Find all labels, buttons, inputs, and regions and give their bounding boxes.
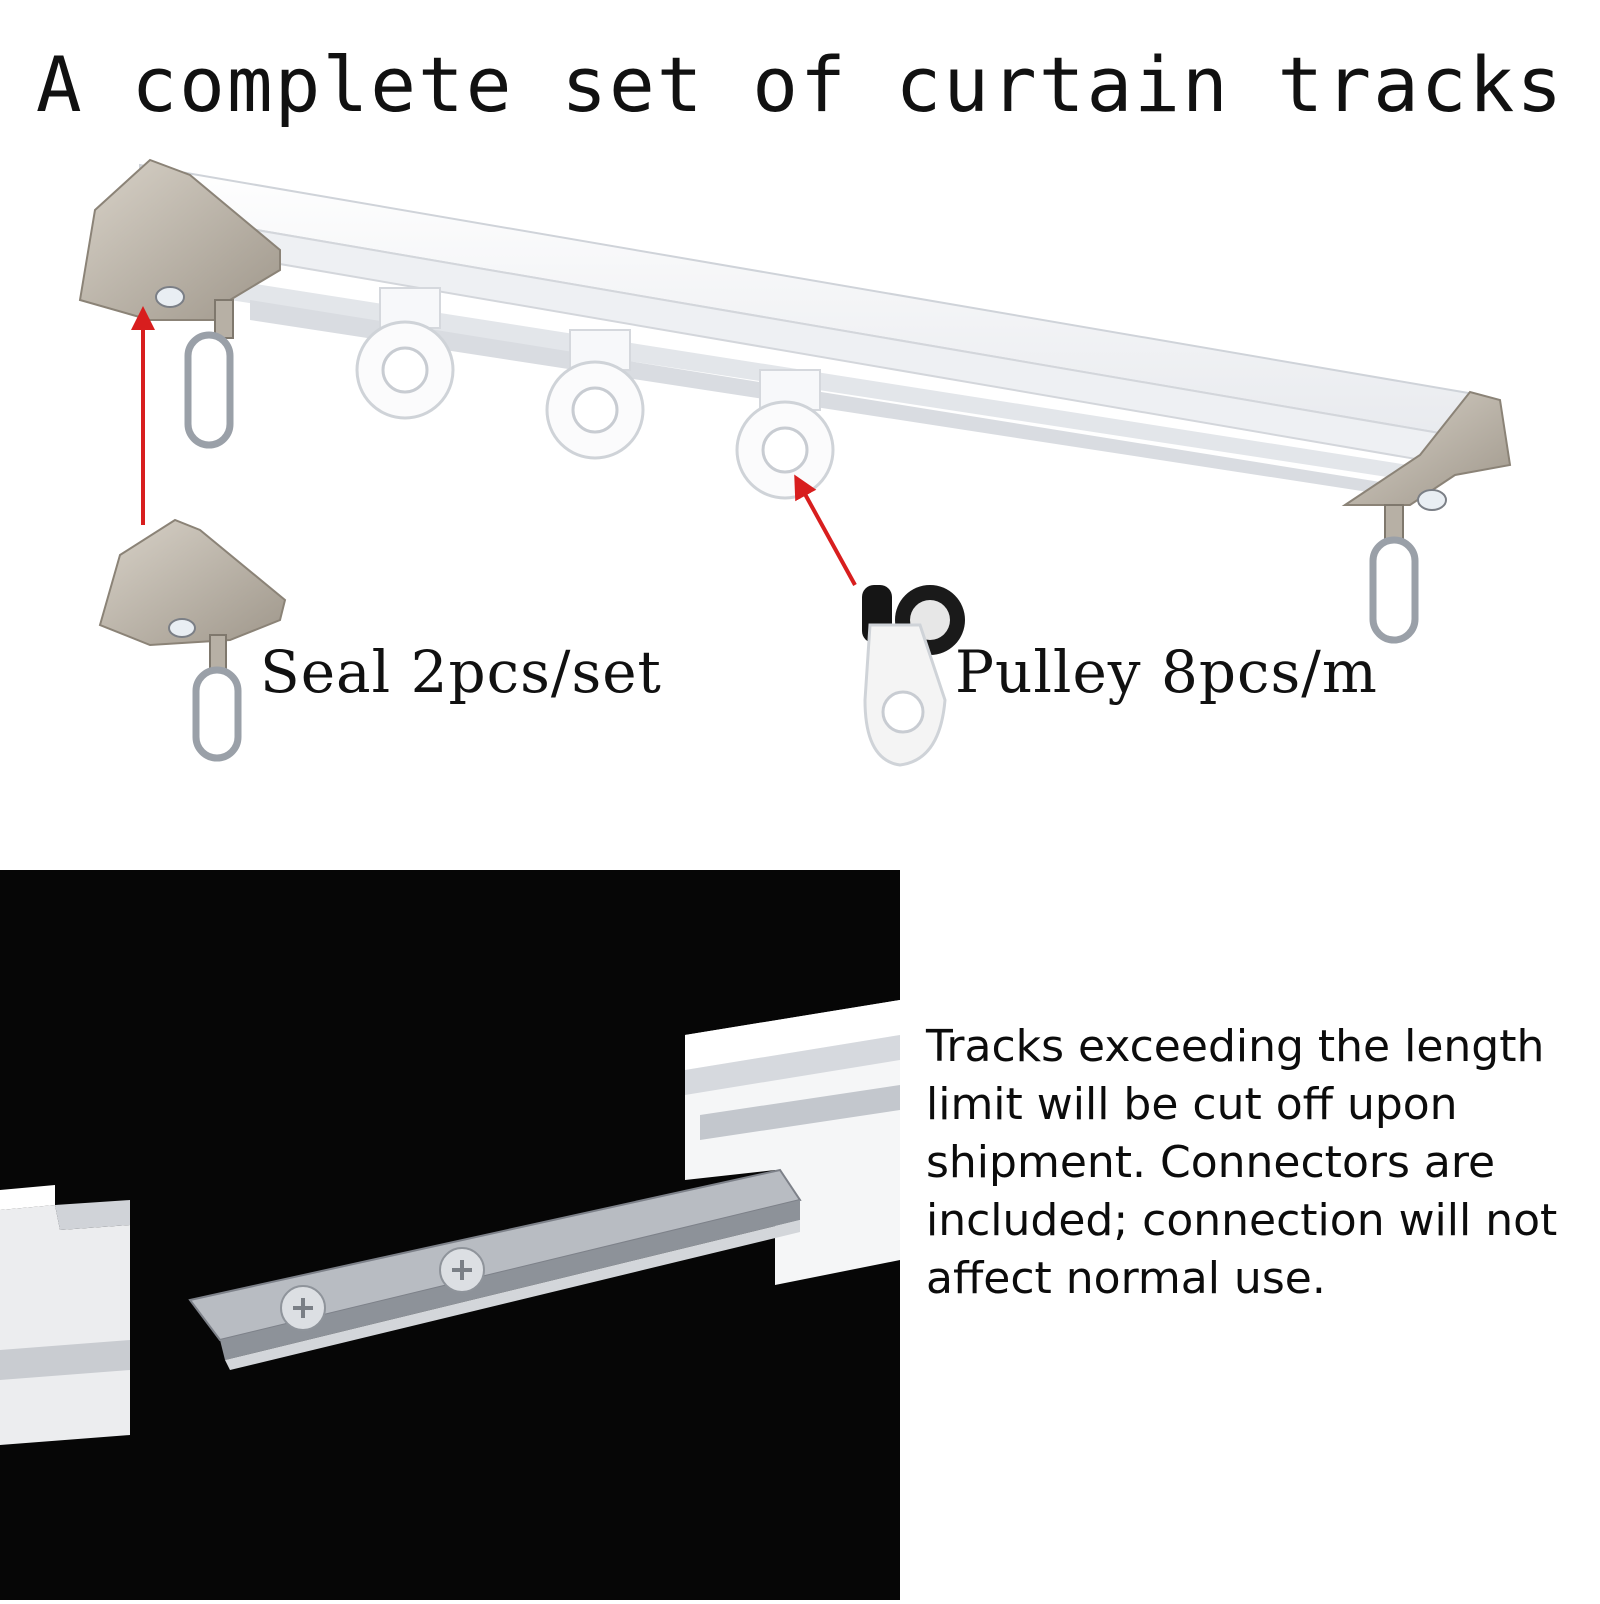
- connector-screw-1: [280, 1285, 326, 1331]
- right-end-cap: [1341, 390, 1512, 644]
- track-glider-1: [355, 287, 455, 420]
- track-glider-3: [735, 369, 835, 500]
- pulley-label: Pulley 8pcs/m: [955, 638, 1378, 706]
- shipping-description: Tracks exceeding the length limit will b…: [926, 1021, 1558, 1304]
- track-connector-illustration: [0, 1000, 900, 1445]
- curtain-track-illustration: [78, 158, 1512, 767]
- left-end-cap: [78, 158, 281, 449]
- pulley-part: [862, 585, 965, 767]
- track-glider-2: [545, 329, 645, 460]
- seal-part: [98, 518, 287, 762]
- connector-screw-2: [439, 1247, 485, 1293]
- connector-photo: [0, 870, 900, 1600]
- seal-label: Seal 2pcs/set: [260, 638, 662, 706]
- pulley-arrow: [794, 474, 857, 586]
- track-rail: [139, 163, 1481, 500]
- page-title: A complete set of curtain tracks: [35, 40, 1565, 129]
